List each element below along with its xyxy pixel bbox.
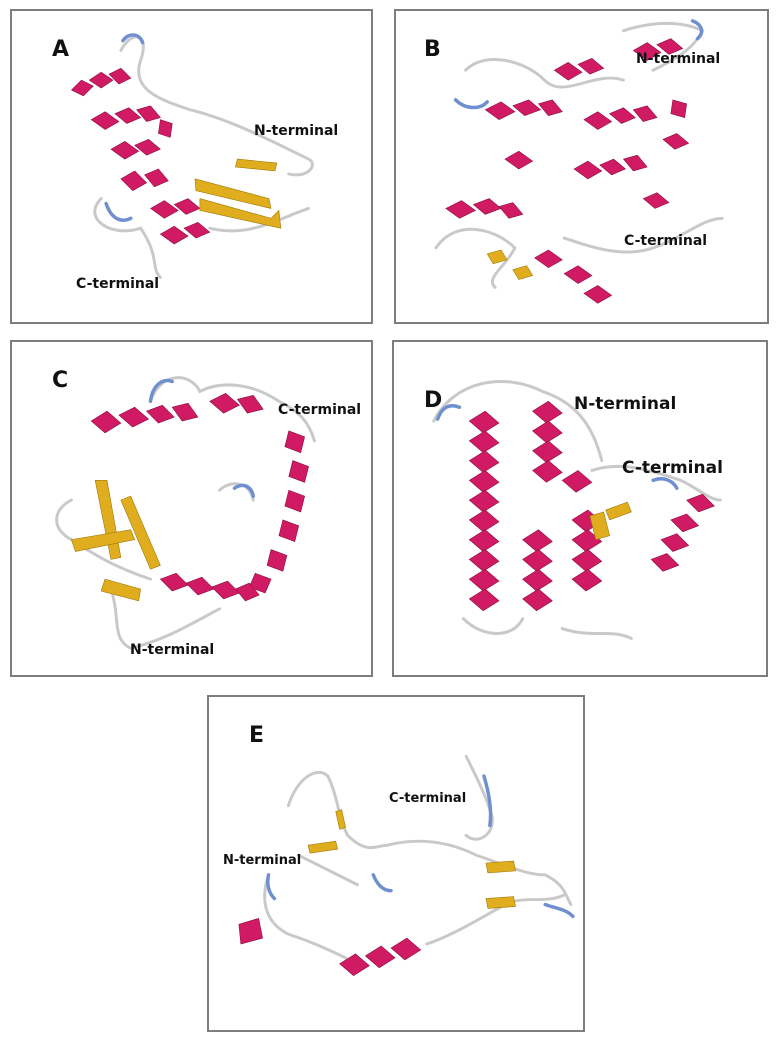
panel-b: B N-terminal C-terminal (394, 9, 769, 324)
panel-d-letter: D (424, 388, 443, 413)
panel-c-n-terminal-label: N-terminal (130, 642, 215, 658)
panel-d: D N-terminal C-terminal (392, 340, 768, 677)
protein-structure-b (434, 19, 724, 304)
panel-e: E N-terminal C-terminal (207, 695, 585, 1032)
panel-a-c-terminal-label: C-terminal (76, 276, 160, 292)
panel-e-c-terminal-label: C-terminal (389, 791, 467, 806)
sheet-group-c (71, 480, 161, 602)
sheet-group-e (307, 809, 516, 909)
panel-a-n-terminal-label: N-terminal (254, 123, 339, 139)
helix-group-e (238, 917, 422, 977)
protein-structure-d (432, 380, 722, 640)
panel-c-c-terminal-label: C-terminal (278, 402, 362, 418)
panel-e-letter: E (249, 723, 265, 748)
panel-c: C N-terminal C-terminal (10, 340, 373, 677)
helix-group-a (71, 67, 211, 245)
panel-e-n-terminal-label: N-terminal (223, 853, 302, 868)
panel-d-c-terminal-label: C-terminal (622, 458, 723, 478)
helix-group-c (90, 393, 309, 602)
panel-b-letter: B (424, 37, 441, 62)
protein-structure-e (238, 754, 575, 977)
protein-structure-a (71, 33, 314, 280)
panel-a: A N-terminal C-terminal (10, 9, 373, 324)
panel-a-letter: A (52, 37, 70, 62)
sheet-group-b (486, 249, 534, 280)
sheet-group-a (194, 158, 282, 229)
protein-structure-c (55, 376, 317, 650)
helix-group-b (445, 38, 690, 304)
panel-c-letter: C (52, 368, 69, 393)
sheet-group-d (589, 501, 632, 540)
panel-b-n-terminal-label: N-terminal (636, 51, 721, 67)
helix-group-d (468, 400, 715, 612)
panel-d-n-terminal-label: N-terminal (574, 394, 677, 414)
panel-b-c-terminal-label: C-terminal (624, 233, 708, 249)
